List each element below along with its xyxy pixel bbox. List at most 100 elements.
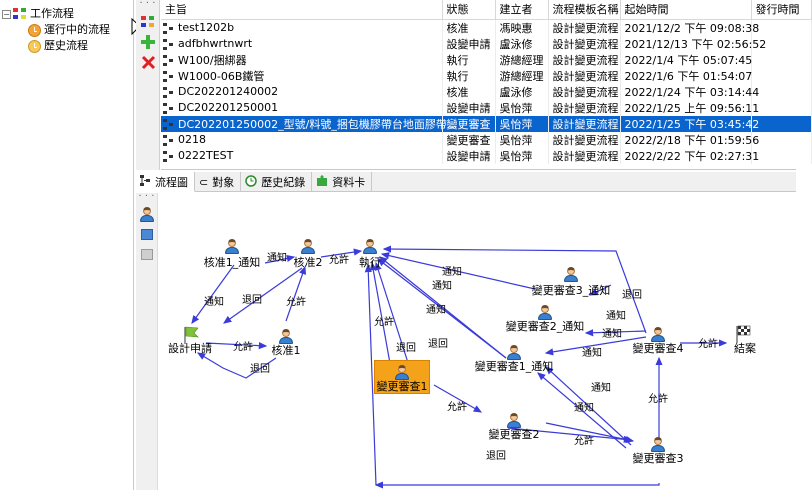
tree-item-label: 運行中的流程 xyxy=(44,23,110,36)
subject-text: W1000-06B鐵管 xyxy=(178,69,265,83)
workflow-start-button[interactable] xyxy=(140,14,156,30)
flowchart-edges xyxy=(184,245,751,489)
node-execute[interactable]: 執行 xyxy=(359,256,381,269)
table-cell: 2022/1/4 下午 05:07:45 xyxy=(620,51,752,68)
table-cell: 設計變更流程 xyxy=(548,67,621,84)
subject-text: DC202201240002 xyxy=(178,85,279,98)
table-cell: 2021/12/2 下午 09:08:38 xyxy=(620,19,759,36)
node-review1[interactable]: 變更審查1 xyxy=(376,380,428,393)
toolbar-grip: · · · xyxy=(138,191,155,202)
workflow-tree: − 工作流程 運行中的流程 歷史流程 xyxy=(0,0,134,490)
column-header[interactable]: 建立者 xyxy=(495,0,549,20)
table-cell: 設計變更流程 xyxy=(548,99,621,116)
table-cell: 0222TEST xyxy=(161,147,443,164)
node-close[interactable]: 結案 xyxy=(734,342,756,355)
person-icon xyxy=(140,207,154,222)
table-cell xyxy=(751,131,812,148)
node-review1-notify[interactable]: 變更審查1_通知 xyxy=(474,360,554,373)
table-cell: 吳怡萍 xyxy=(495,131,549,148)
edge-label-notify: 通知 xyxy=(432,281,452,292)
edge-label-allow: 允許 xyxy=(329,255,349,266)
disabled-node-button[interactable] xyxy=(141,249,153,260)
tree-item-history[interactable]: 歷史流程 xyxy=(28,38,88,54)
person-icon xyxy=(301,239,315,254)
table-cell: 馮映惠 xyxy=(495,19,549,36)
tab-datacard[interactable]: 資料卡 xyxy=(312,172,373,192)
node-review3[interactable]: 變更審查3 xyxy=(632,452,684,465)
node-review3-notify[interactable]: 變更審查3_通知 xyxy=(531,284,611,297)
table-cell xyxy=(751,19,812,36)
table-cell: 盧泳修 xyxy=(495,83,549,100)
puzzle-icon xyxy=(316,174,328,190)
table-cell xyxy=(751,147,812,164)
table-cell xyxy=(751,115,812,132)
edge-label-notify: 通知 xyxy=(574,403,594,414)
table-cell xyxy=(751,35,812,52)
tree-item-running[interactable]: 運行中的流程 xyxy=(28,22,110,38)
node-approve1[interactable]: 核准1 xyxy=(271,344,301,357)
column-header[interactable]: 流程模板名稱 xyxy=(548,0,621,20)
subject-text: DC202201250002_型號/料號_捆包機膠帶台地面膠帶... xyxy=(178,117,458,131)
workflow-row-icon xyxy=(163,86,174,98)
history-flow-icon xyxy=(28,39,41,53)
tree-root[interactable]: − 工作流程 xyxy=(2,6,74,22)
column-header[interactable]: 主旨 xyxy=(161,0,443,20)
edge-label-reject: 退回 xyxy=(486,451,506,462)
form-node-button[interactable] xyxy=(141,229,153,240)
workflow-row-icon xyxy=(163,71,174,82)
delete-button[interactable] xyxy=(140,54,156,70)
column-header[interactable]: 狀態 xyxy=(442,0,496,20)
table-cell xyxy=(751,99,812,116)
workflow-row-icon xyxy=(163,55,174,66)
tab-history[interactable]: 歷史紀錄 xyxy=(241,172,313,192)
table-row[interactable]: DC202201250002_型號/料號_捆包機膠帶台地面膠帶...變更審查吳怡… xyxy=(161,115,812,132)
tab-flowchart[interactable]: 流程圖 xyxy=(136,172,195,192)
person-icon xyxy=(507,413,521,428)
node-review4[interactable]: 變更審查4 xyxy=(632,342,684,355)
add-button[interactable] xyxy=(140,34,156,50)
table-cell: 2022/1/25 上午 09:56:11 xyxy=(620,99,759,116)
delete-x-icon xyxy=(141,55,155,69)
flowchart-canvas: · · · xyxy=(136,191,796,490)
edge-label-notify: 通知 xyxy=(602,329,622,340)
person-icon xyxy=(225,239,239,254)
table-cell: 設計變更流程 xyxy=(548,147,621,164)
edge-label-allow: 允許 xyxy=(698,339,718,350)
table-cell: W1000-06B鐵管 xyxy=(161,67,443,84)
node-design-apply[interactable]: 設計申請 xyxy=(168,342,212,355)
table-cell: 2022/2/22 下午 02:27:31 xyxy=(620,147,759,164)
table-cell: 設計變更流程 xyxy=(548,19,621,36)
column-header[interactable]: 發行時間 xyxy=(751,0,812,20)
column-headers: 主旨狀態建立者流程模板名稱起始時間發行時間 xyxy=(161,0,812,20)
edge-label-notify: 通知 xyxy=(426,305,446,316)
node-approve2[interactable]: 核准2 xyxy=(293,256,323,269)
column-header[interactable]: 起始時間 xyxy=(620,0,752,20)
table-cell xyxy=(751,67,812,84)
edge-label-reject: 退回 xyxy=(396,343,416,354)
workflow-row-icon xyxy=(163,22,174,34)
subject-text: 0218 xyxy=(178,133,206,146)
workflow-row-icon xyxy=(163,134,174,146)
edge-label-notify: 通知 xyxy=(442,267,462,278)
node-review2[interactable]: 變更審查2 xyxy=(488,428,540,441)
collapse-icon[interactable]: − xyxy=(2,9,11,19)
tab-label: 歷史紀錄 xyxy=(261,176,306,189)
tab-label: 流程圖 xyxy=(155,175,188,189)
history-clock-icon xyxy=(245,174,257,190)
table-cell: 設變申請 xyxy=(442,99,496,116)
node-review2-notify[interactable]: 變更審查2_通知 xyxy=(505,320,585,333)
tab-objects[interactable]: ⊂ 對象 xyxy=(195,172,242,192)
node-approve1-notify[interactable]: 核准1_通知 xyxy=(203,256,261,269)
running-flow-icon xyxy=(28,23,41,37)
person-icon xyxy=(564,267,578,282)
workflow-icon xyxy=(13,8,27,20)
table-cell: 設變申請 xyxy=(442,147,496,164)
